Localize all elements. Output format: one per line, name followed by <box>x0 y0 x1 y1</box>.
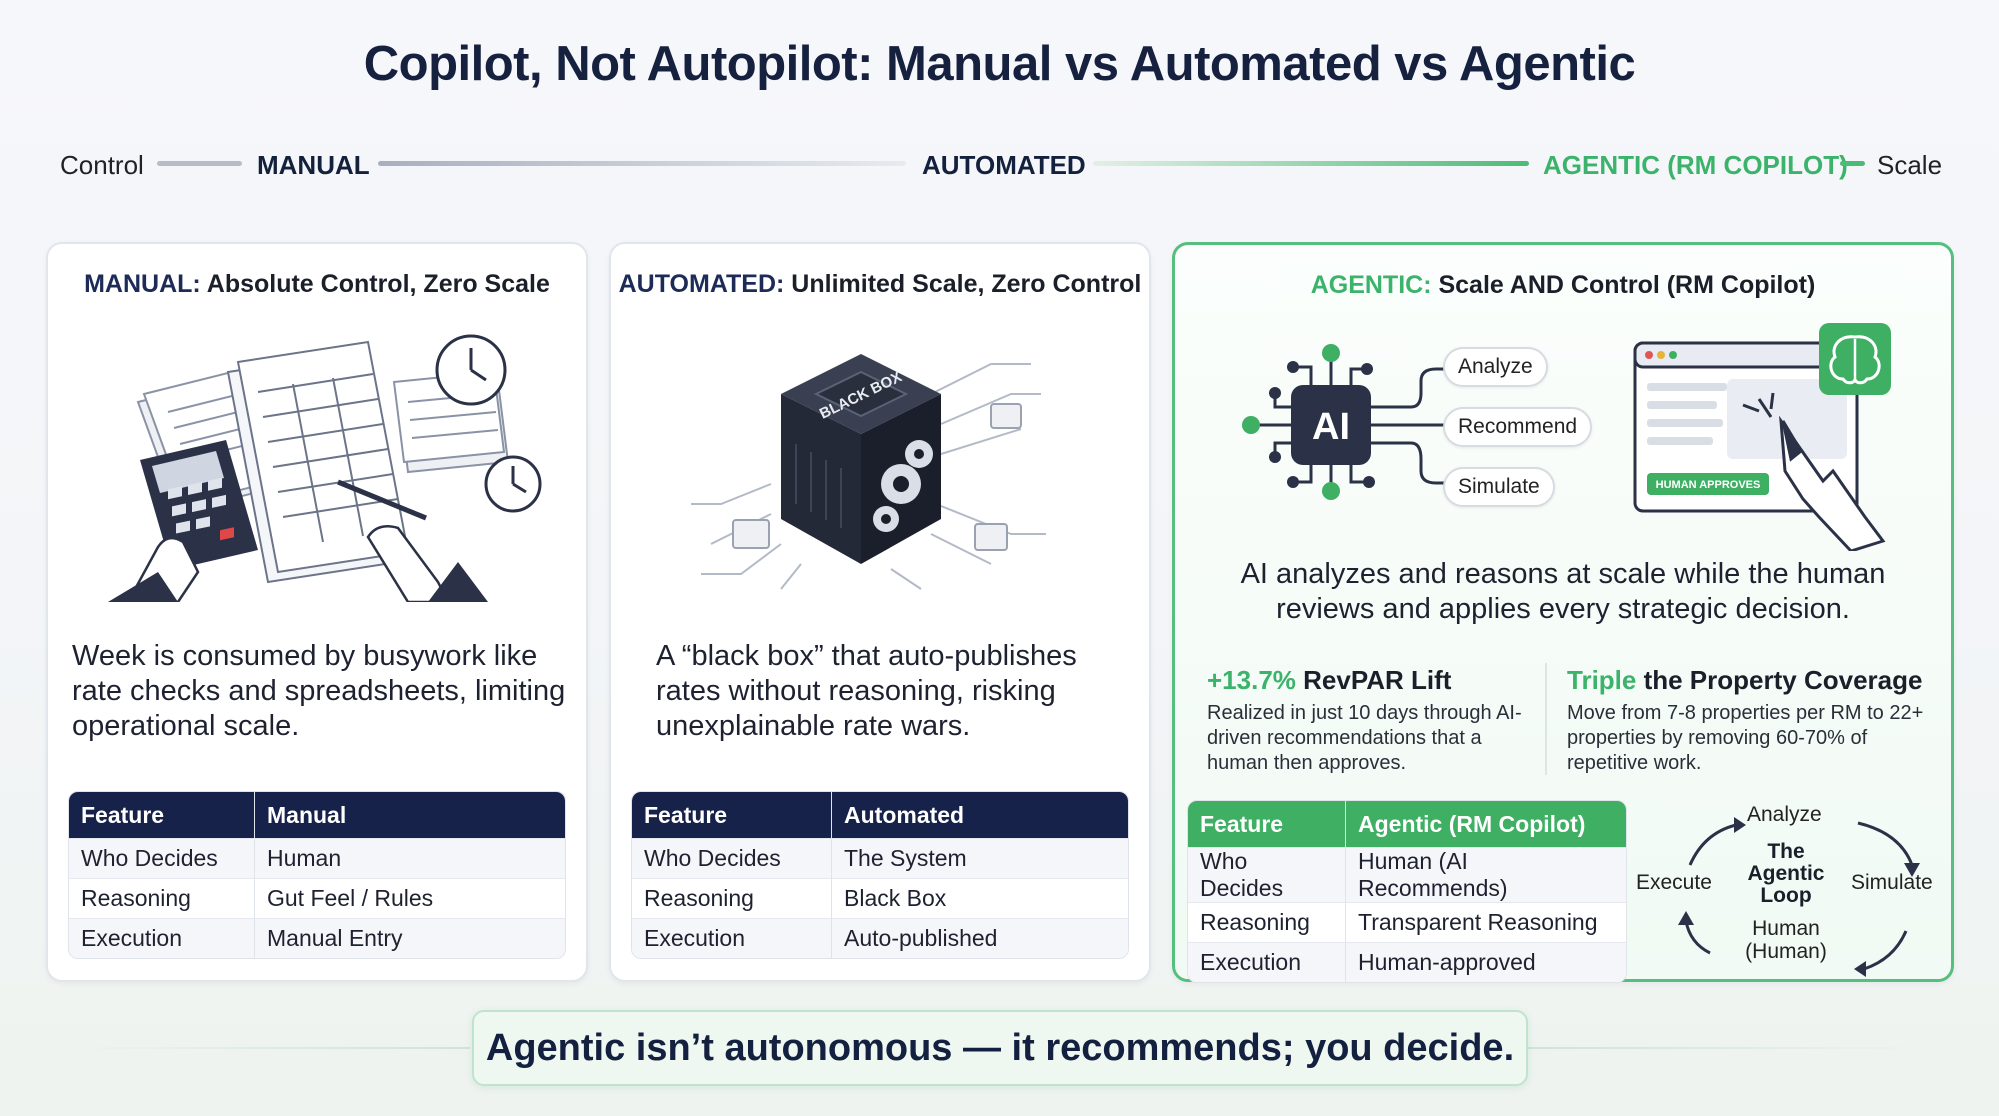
table-cell: Auto-published <box>832 918 1128 958</box>
table-cell: Manual Entry <box>255 918 565 958</box>
table-row: Execution Manual Entry <box>69 918 565 958</box>
agentic-card-heading: AGENTIC: Scale AND Control (RM Copilot) <box>1175 271 1951 300</box>
spectrum-line <box>1093 161 1529 166</box>
analyze-pill: Analyze <box>1443 347 1548 387</box>
agentic-card: AGENTIC: Scale AND Control (RM Copilot) … <box>1172 242 1954 983</box>
automated-card: AUTOMATED: Unlimited Scale, Zero Control <box>609 242 1151 982</box>
spectrum-line <box>1840 161 1865 166</box>
revpar-stat-text: Realized in just 10 days through AI-driv… <box>1207 702 1522 774</box>
spectrum-control-label: Control <box>60 150 144 180</box>
table-cell: Black Box <box>832 878 1128 918</box>
automated-heading-prefix: AUTOMATED: <box>618 270 785 298</box>
spectrum-line <box>157 161 242 166</box>
page-title: Copilot, Not Autopilot: Manual vs Automa… <box>363 37 1636 91</box>
footer-divider <box>60 1047 470 1049</box>
spectrum-automated-label: AUTOMATED <box>922 150 1086 180</box>
manual-heading-prefix: MANUAL: <box>84 270 201 298</box>
simulate-pill: Simulate <box>1443 467 1555 507</box>
table-header: Feature <box>1188 801 1346 847</box>
spectrum-manual-label: MANUAL <box>257 150 370 180</box>
manual-card-heading: MANUAL: Absolute Control, Zero Scale <box>48 270 586 299</box>
table-row: Who Decides Human (AI Recommends) <box>1188 847 1626 902</box>
table-cell: Who Decides <box>69 838 255 878</box>
automated-description: A “black box” that auto-publishes rates … <box>656 640 1077 742</box>
coverage-stat-text: Move from 7-8 properties per RM to 22+ p… <box>1567 702 1924 774</box>
clock-icon <box>435 334 507 406</box>
table-row: Reasoning Black Box <box>632 878 1128 918</box>
spectrum-line <box>378 161 906 166</box>
table-header: Automated <box>832 792 1128 838</box>
revpar-stat-value: +13.7% <box>1207 665 1296 695</box>
table-cell: The System <box>832 838 1128 878</box>
table-cell: Reasoning <box>69 878 255 918</box>
table-header: Agentic (RM Copilot) <box>1346 801 1626 847</box>
table-cell: Human <box>255 838 565 878</box>
ai-chip-icon <box>1291 385 1371 465</box>
footer-tagline: Agentic isn’t autonomous — it recommends… <box>472 1010 1528 1086</box>
table-row: Who Decides The System <box>632 838 1128 878</box>
table-cell: Who Decides <box>1188 847 1346 902</box>
agentic-heading-text: Scale AND Control (RM Copilot) <box>1431 271 1816 299</box>
automated-feature-table: Feature Automated Who Decides The System… <box>631 791 1129 959</box>
coverage-stat-title: the Property Coverage <box>1636 665 1923 695</box>
black-box-cube-illustration: BLACK BOX <box>691 354 1046 590</box>
spreadsheet-icon <box>226 340 410 584</box>
table-cell: Human (AI Recommends) <box>1346 847 1626 902</box>
human-approves-illustration: HUMAN APPROVES <box>1633 323 1891 551</box>
brain-icon <box>1819 323 1891 395</box>
spreadsheet-calculator-illustration <box>108 334 542 602</box>
table-row: Who Decides Human <box>69 838 565 878</box>
cursor-hand-icon <box>1742 392 1886 551</box>
agentic-feature-table: Feature Agentic (RM Copilot) Who Decides… <box>1187 800 1627 983</box>
table-cell: Reasoning <box>632 878 832 918</box>
automated-heading-text: Unlimited Scale, Zero Control <box>784 270 1142 298</box>
stat-divider <box>1545 663 1547 775</box>
automated-card-heading: AUTOMATED: Unlimited Scale, Zero Control <box>611 270 1149 299</box>
human-approves-label: HUMAN APPROVES <box>1656 479 1761 491</box>
loop-simulate-label: Simulate <box>1851 871 1933 894</box>
table-row: Reasoning Transparent Reasoning <box>1188 902 1626 942</box>
coverage-stat-heading: Triple the Property Coverage <box>1567 665 1922 696</box>
table-header: Feature <box>69 792 255 838</box>
manual-feature-table: Feature Manual Who Decides Human Reasoni… <box>68 791 566 959</box>
table-cell: Execution <box>632 918 832 958</box>
table-cell: Human-approved <box>1346 942 1626 982</box>
loop-human-label: Human (Human) <box>1745 917 1827 963</box>
folder-icon <box>732 403 1022 551</box>
table-row: Execution Auto-published <box>632 918 1128 958</box>
loop-center-label: The Agentic Loop <box>1747 840 1825 907</box>
revpar-stat-title: RevPAR Lift <box>1295 665 1452 695</box>
ai-chip-label: AI <box>1312 406 1350 448</box>
manual-description: Week is consumed by busywork like rate c… <box>72 640 566 742</box>
table-cell: Gut Feel / Rules <box>255 878 565 918</box>
table-header: Feature <box>632 792 832 838</box>
agentic-heading-prefix: AGENTIC: <box>1310 271 1432 299</box>
coverage-stat-value: Triple <box>1567 665 1637 695</box>
manual-heading-text: Absolute Control, Zero Scale <box>200 270 550 298</box>
recommend-pill: Recommend <box>1443 407 1593 447</box>
clock-icon <box>484 455 542 513</box>
manual-card: MANUAL: Absolute Control, Zero Scale <box>46 242 588 982</box>
loop-execute-label: Execute <box>1636 871 1712 894</box>
table-header: Manual <box>255 792 565 838</box>
table-row: Execution Human-approved <box>1188 942 1626 982</box>
agentic-loop-arrows <box>1678 817 1920 977</box>
spectrum-scale-label: Scale <box>1877 150 1943 180</box>
footer-divider <box>1528 1047 1938 1049</box>
table-cell: Reasoning <box>1188 902 1346 942</box>
revpar-stat-heading: +13.7% RevPAR Lift <box>1207 665 1451 696</box>
spectrum-agentic-label: AGENTIC (RM COPILOT) <box>1543 150 1848 180</box>
table-row: Reasoning Gut Feel / Rules <box>69 878 565 918</box>
agentic-description: AI analyzes and reasons at scale while t… <box>1240 558 1886 625</box>
table-cell: Execution <box>69 918 255 958</box>
table-cell: Who Decides <box>632 838 832 878</box>
black-box-cube-icon <box>781 354 941 564</box>
table-cell: Transparent Reasoning <box>1346 902 1626 942</box>
ai-chip-diagram: AI <box>1242 344 1449 500</box>
control-scale-spectrum: Control MANUAL AUTOMATED AGENTIC (RM COP… <box>0 140 1999 190</box>
loop-analyze-label: Analyze <box>1747 803 1822 826</box>
table-cell: Execution <box>1188 942 1346 982</box>
